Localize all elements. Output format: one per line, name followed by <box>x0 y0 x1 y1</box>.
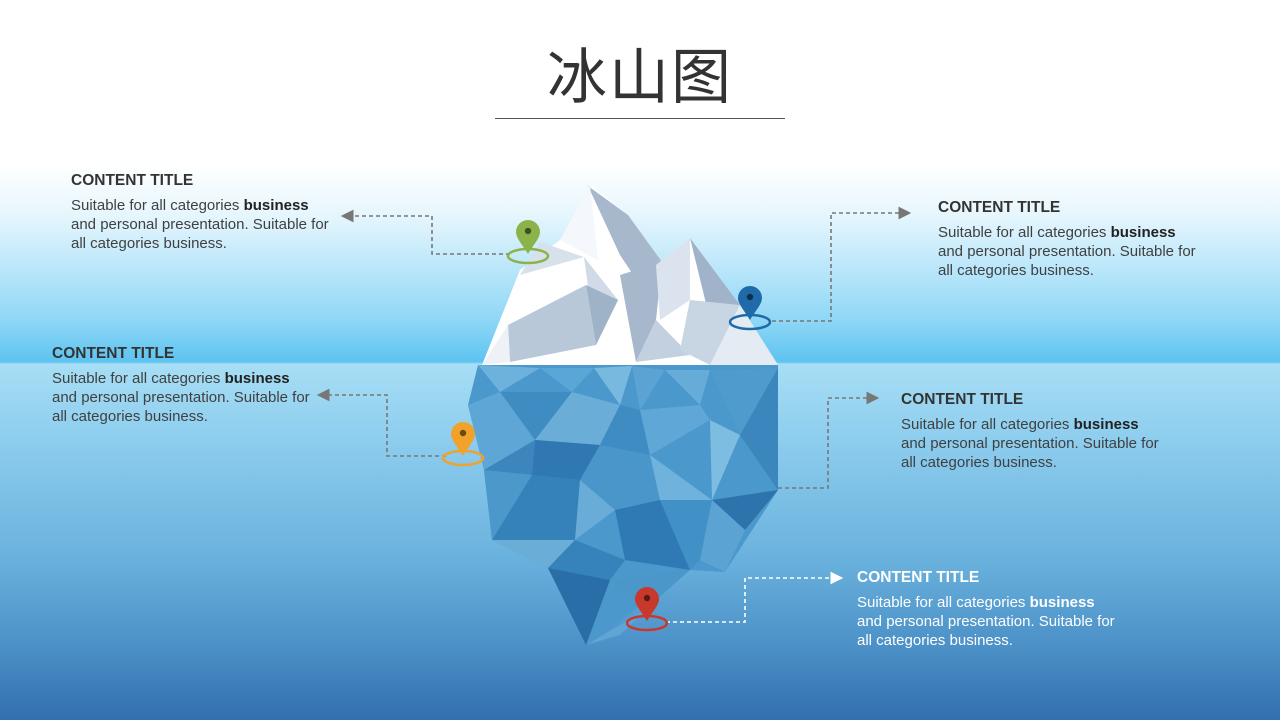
orange-map-pin-icon <box>441 422 485 467</box>
iceberg-above-water <box>482 185 778 365</box>
page-title: 冰山图 <box>547 43 733 113</box>
content-title: CONTENT TITLE <box>938 199 1061 216</box>
connector-line-3 <box>316 388 446 457</box>
content-title: CONTENT TITLE <box>901 391 1024 408</box>
content-block-2: CONTENT TITLE Suitable for all categorie… <box>938 199 1198 280</box>
content-text: Suitable for all categories business and… <box>938 224 1196 279</box>
title-underline <box>495 118 785 119</box>
content-block-5: CONTENT TITLE Suitable for all categorie… <box>857 569 1117 650</box>
content-block-3: CONTENT TITLE Suitable for all categorie… <box>52 345 312 426</box>
content-text: Suitable for all categories business and… <box>857 594 1115 649</box>
content-block-1: CONTENT TITLE Suitable for all categorie… <box>71 172 331 253</box>
content-text: Suitable for all categories business and… <box>901 416 1159 471</box>
connector-line-1 <box>340 209 510 255</box>
content-title: CONTENT TITLE <box>52 345 175 362</box>
content-title: CONTENT TITLE <box>71 172 194 189</box>
content-title: CONTENT TITLE <box>857 569 980 586</box>
red-map-pin-icon <box>625 587 669 632</box>
connector-line-4 <box>778 391 880 489</box>
iceberg-below-water <box>468 365 778 645</box>
content-block-4: CONTENT TITLE Suitable for all categorie… <box>901 391 1161 472</box>
connector-line-2 <box>772 206 912 322</box>
blue-map-pin-icon <box>728 286 772 331</box>
green-map-pin-icon <box>506 220 550 265</box>
content-text: Suitable for all categories business and… <box>52 370 310 425</box>
connector-line-5 <box>666 571 844 623</box>
content-text: Suitable for all categories business and… <box>71 197 329 252</box>
